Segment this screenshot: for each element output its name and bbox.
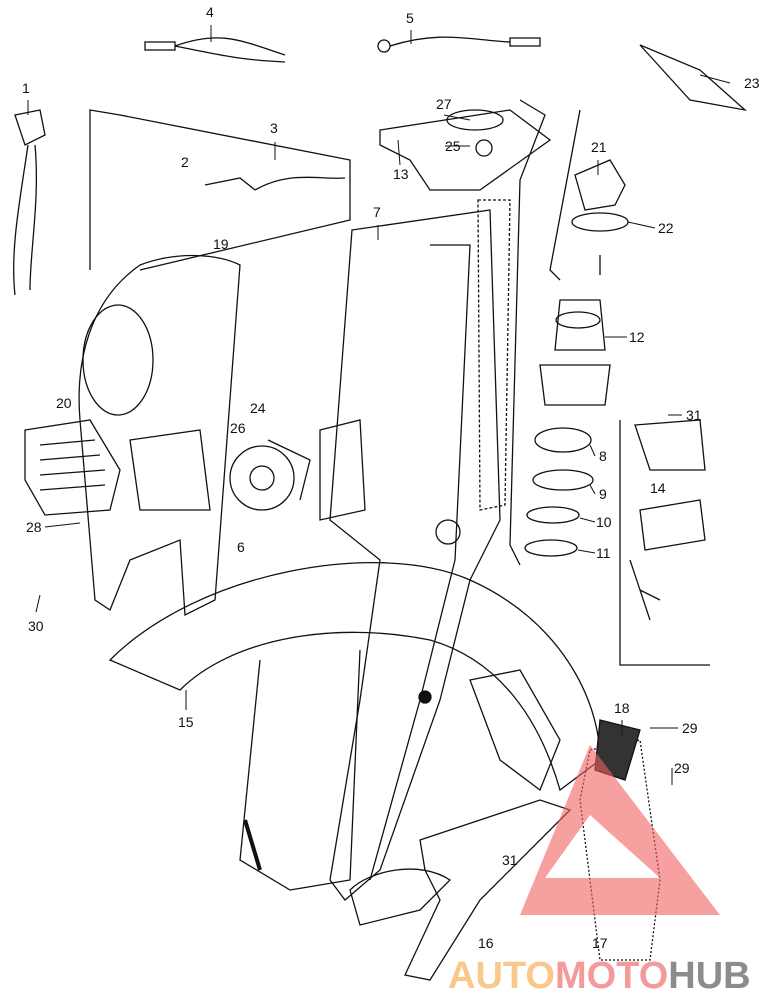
part-label: 25 — [445, 138, 461, 154]
group-bracket-lines — [89, 99, 710, 666]
part-label: 12 — [629, 329, 645, 345]
part-label: 31 — [502, 852, 518, 868]
part-label: 2 — [181, 154, 189, 170]
part-label: 7 — [373, 204, 381, 220]
part-label: 15 — [178, 714, 194, 730]
part-label: 11 — [596, 545, 611, 561]
part-label: 24 — [250, 400, 266, 416]
part-label: 1 — [22, 80, 30, 96]
watermark-hub: HUB — [668, 955, 751, 997]
part-label: 6 — [237, 539, 245, 555]
part-label: 18 — [614, 700, 630, 716]
part-label: 19 — [213, 236, 229, 252]
part-label: 26 — [230, 420, 246, 436]
part-label: 21 — [591, 139, 607, 155]
part-label: 23 — [744, 75, 760, 91]
part-label: 22 — [658, 220, 674, 236]
frame-body — [319, 199, 511, 901]
part-label: 29 — [674, 760, 690, 776]
part-label: 13 — [393, 166, 409, 182]
part-label: 16 — [478, 935, 494, 951]
watermark-auto: AUTO — [448, 955, 555, 997]
steering-bearings — [524, 159, 629, 557]
part-label: 10 — [596, 514, 612, 530]
leader-lines — [27, 25, 731, 785]
watermark-moto: MOTO — [554, 955, 669, 997]
part-label: 29 — [682, 720, 698, 736]
horn — [229, 439, 311, 511]
fork-bracket — [349, 669, 572, 981]
wires — [13, 36, 748, 296]
part-label: 30 — [28, 618, 44, 634]
part-label: 3 — [270, 120, 278, 136]
leg-shield — [78, 254, 241, 617]
part-label: 8 — [599, 448, 607, 464]
part-label: 27 — [436, 96, 452, 112]
part-label: 31 — [686, 407, 702, 423]
top-plate — [379, 109, 552, 191]
watermark-triangle — [520, 745, 720, 915]
part-label: 14 — [650, 480, 666, 496]
ignition-switch — [629, 419, 706, 621]
reflector — [24, 419, 121, 516]
part-label: 17 — [592, 935, 608, 951]
part-label: 20 — [56, 395, 72, 411]
watermark-logo: AUTOMOTOHUB — [448, 956, 751, 996]
part-label: 9 — [599, 486, 607, 502]
part-label: 4 — [206, 4, 214, 20]
part-label: 5 — [406, 10, 414, 26]
part-label: 28 — [26, 519, 42, 535]
